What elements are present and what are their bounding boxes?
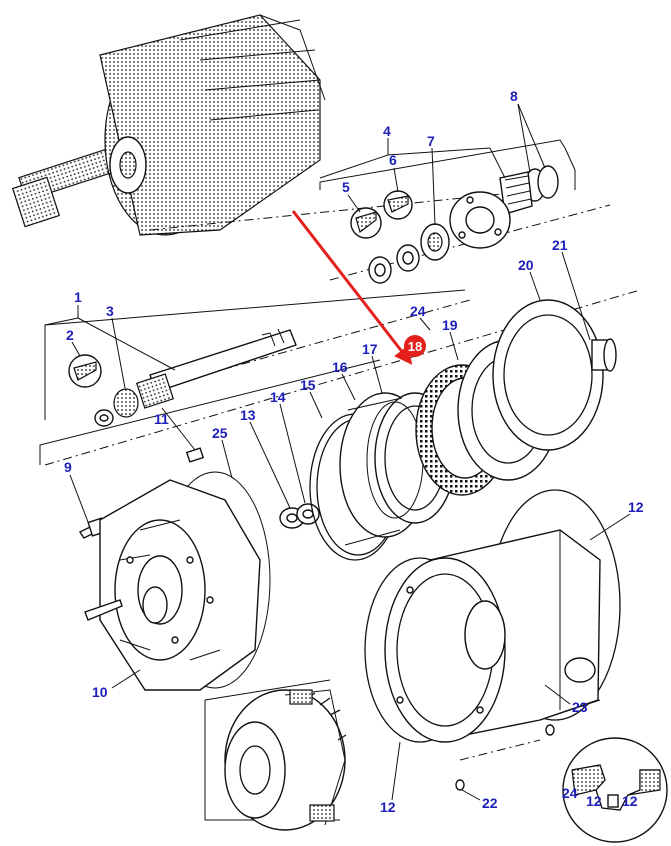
callout-17: 17: [362, 341, 378, 357]
highlight-badge: [404, 335, 426, 357]
callout-18: 18: [408, 339, 422, 354]
callout-15: 15: [300, 377, 316, 393]
part-4-carrier: [449, 171, 533, 249]
part-11-dowel: [185, 447, 205, 463]
part-1-shaft: [68, 328, 297, 427]
callout-1: 1: [74, 289, 82, 305]
assembled-hub-illustration: [11, 14, 326, 236]
callout-14: 14: [270, 389, 286, 405]
leader-lines: [44, 103, 631, 801]
callout-13: 13: [240, 407, 256, 423]
callout-6: 6: [389, 152, 397, 168]
callout-7: 7: [427, 133, 435, 149]
callout-12-lower: 12: [380, 799, 396, 815]
callout-8: 8: [510, 88, 518, 104]
callout-labels: 8 4 7 6 5 1 2 3 11 9 10 25 13 14 15 16 1…: [64, 88, 644, 815]
part-7-needle-bearing: [420, 223, 450, 261]
planet-carrier-illustration: [224, 689, 347, 831]
callout-5: 5: [342, 179, 350, 195]
callout-12-detail-right: 12: [622, 793, 638, 809]
callout-25: 25: [212, 425, 228, 441]
callout-16: 16: [332, 359, 348, 375]
callout-19: 19: [442, 317, 458, 333]
part-22-plug: [455, 724, 555, 791]
part-23-housing: [364, 489, 621, 743]
callout-24-upper: 24: [410, 303, 426, 319]
parts-13-14: [279, 503, 320, 529]
callout-4: 4: [383, 123, 391, 139]
callout-21: 21: [552, 237, 568, 253]
callout-23: 23: [572, 699, 588, 715]
callout-10: 10: [92, 684, 108, 700]
parts-20-21: [492, 299, 617, 451]
callout-9: 9: [64, 459, 72, 475]
o-ring-detail-inset: [562, 737, 668, 843]
part-10-housing: [84, 471, 271, 691]
callout-12-upper: 12: [628, 499, 644, 515]
callout-2: 2: [66, 327, 74, 343]
callout-24-detail: 24: [562, 785, 578, 801]
parts-5-6-washers: [350, 190, 420, 284]
callout-3: 3: [106, 303, 114, 319]
callout-11: 11: [154, 411, 169, 427]
callout-20: 20: [518, 257, 534, 273]
callout-12-detail-left: 12: [586, 793, 602, 809]
callout-22: 22: [482, 795, 498, 811]
highlight-arrow: 18: [291, 210, 426, 365]
